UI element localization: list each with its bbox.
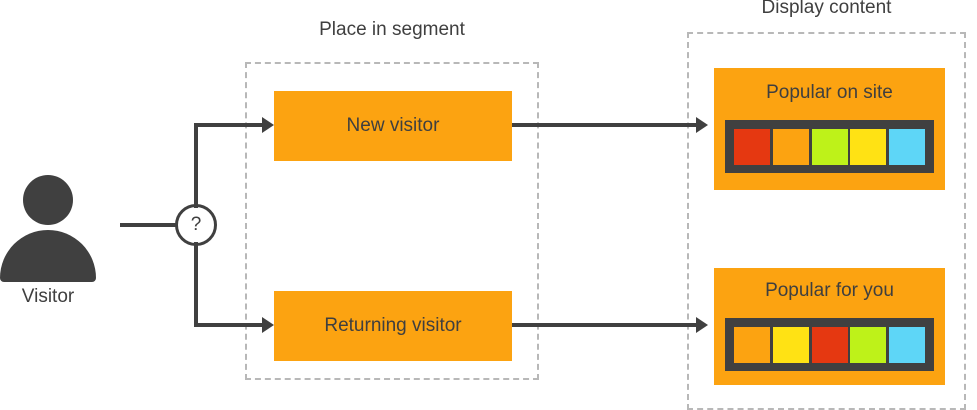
swatch-1 xyxy=(734,128,770,165)
connector-branch-down xyxy=(194,242,198,327)
swatch-strip-popular-for-you xyxy=(725,318,934,371)
arrowhead-new-visitor xyxy=(262,117,274,133)
person-icon xyxy=(0,167,96,282)
group-box-place-in-segment xyxy=(245,62,539,380)
swatch-2 xyxy=(772,326,809,363)
segment-box-returning-visitor[interactable]: Returning visitor xyxy=(274,291,512,361)
arrowhead-popular-for-you xyxy=(696,317,708,333)
connector-new-visitor-to-card xyxy=(512,123,698,127)
swatch-4 xyxy=(850,128,887,165)
arrowhead-popular-on-site xyxy=(696,117,708,133)
connector-to-new-visitor xyxy=(194,123,266,127)
content-card-popular-on-site[interactable]: Popular on site xyxy=(714,68,945,190)
connector-branch-up xyxy=(194,123,198,208)
swatch-1 xyxy=(734,326,770,363)
swatch-5 xyxy=(889,326,925,363)
person-body-icon xyxy=(0,230,96,282)
group-title-display-content: Display content xyxy=(761,0,892,18)
visitor-label: Visitor xyxy=(21,286,75,307)
connector-visitor-to-decision xyxy=(120,223,178,227)
segment-box-new-visitor[interactable]: New visitor xyxy=(274,91,512,161)
decision-node[interactable]: ? xyxy=(175,204,217,246)
card-title-popular-for-you: Popular for you xyxy=(765,280,894,301)
swatch-3 xyxy=(811,128,848,165)
connector-returning-visitor-to-card xyxy=(512,323,698,327)
card-title-popular-on-site: Popular on site xyxy=(766,82,893,103)
swatch-3 xyxy=(811,326,848,363)
swatch-2 xyxy=(772,128,809,165)
arrowhead-returning-visitor xyxy=(262,317,274,333)
group-box-display-content xyxy=(687,32,966,410)
swatch-4 xyxy=(850,326,887,363)
person-head-icon xyxy=(23,175,73,225)
swatch-strip-popular-on-site xyxy=(725,120,934,173)
content-card-popular-for-you[interactable]: Popular for you xyxy=(714,268,945,385)
swatch-5 xyxy=(889,128,925,165)
group-title-place-in-segment: Place in segment xyxy=(319,19,465,40)
connector-to-returning-visitor xyxy=(194,323,266,327)
